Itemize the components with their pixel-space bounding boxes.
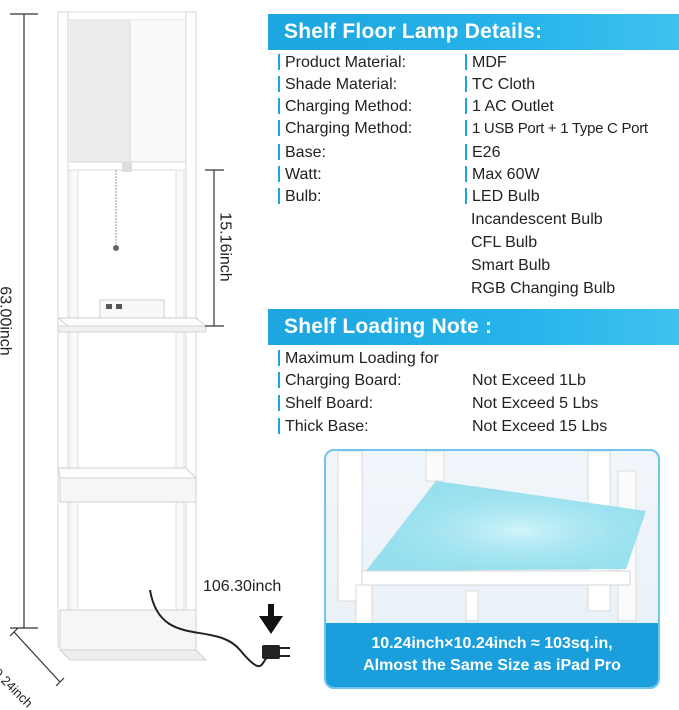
- lamp-illustration: [9, 11, 290, 687]
- shelf-gap-dimension-line: [205, 169, 224, 327]
- loading-intro: Maximum Loading for: [278, 348, 439, 370]
- lamp-body: [56, 11, 208, 661]
- row-marker: [278, 372, 280, 388]
- row-marker: [465, 98, 467, 114]
- spec-row-base: Base:E26: [278, 142, 500, 164]
- loading-row-thick-base: Thick Base:Not Exceed 15 Lbs: [278, 416, 607, 438]
- loading-row-shelf-board: Shelf Board:Not Exceed 5 Lbs: [278, 393, 598, 415]
- row-marker: [465, 76, 467, 92]
- shelf-gap-label: 15.16inch: [216, 212, 234, 282]
- base-width-dimension-line: [9, 627, 65, 687]
- bulb-option: Smart Bulb: [471, 257, 551, 274]
- row-marker: [278, 54, 280, 70]
- row-marker: [278, 188, 280, 204]
- spec-row-bulb: Bulb:LED Bulb: [278, 186, 540, 208]
- bulb-option: RGB Changing Bulb: [471, 280, 616, 297]
- shelf-closeup-drawing: [337, 451, 646, 626]
- loading-row-charging-board: Charging Board:Not Exceed 1Lb: [278, 370, 586, 392]
- row-marker: [465, 188, 467, 204]
- row-marker: [465, 166, 467, 182]
- row-marker: [465, 120, 467, 136]
- row-marker: [278, 98, 280, 114]
- spec-row-shade: Shade Material:TC Cloth: [278, 74, 535, 96]
- row-marker: [278, 144, 280, 160]
- plug-icon: [262, 645, 290, 659]
- power-cord: [149, 589, 271, 668]
- height-dimension-line: [10, 13, 38, 629]
- row-marker: [278, 120, 280, 136]
- shelf-size-caption: 10.24inch×10.24inch ≈ 103sq.in, Almost t…: [326, 623, 658, 687]
- row-marker: [278, 350, 280, 366]
- cord-length-label: 106.30inch: [203, 578, 282, 595]
- shelf-closeup-image: 10.24inch×10.24inch ≈ 103sq.in, Almost t…: [324, 449, 660, 689]
- loading-header: Shelf Loading Note :: [268, 309, 679, 345]
- row-marker: [278, 76, 280, 92]
- spec-row-charging-usb: Charging Method:1 USB Port + 1 Type C Po…: [278, 118, 648, 140]
- row-marker: [278, 395, 280, 411]
- bulb-option: Incandescent Bulb: [471, 211, 603, 228]
- details-header: Shelf Floor Lamp Details:: [268, 14, 679, 50]
- spec-row-material: Product Material:MDF: [278, 52, 507, 74]
- caption-line-1: 10.24inch×10.24inch ≈ 103sq.in,: [371, 635, 613, 652]
- bulb-option: CFL Bulb: [471, 234, 538, 251]
- row-marker: [278, 418, 280, 434]
- height-label: 63.00inch: [0, 286, 14, 356]
- down-arrow-icon: [259, 604, 283, 634]
- row-marker: [465, 54, 467, 70]
- caption-line-2: Almost the Same Size as iPad Pro: [363, 657, 621, 674]
- spec-row-charging-ac: Charging Method:1 AC Outlet: [278, 96, 554, 118]
- row-marker: [465, 144, 467, 160]
- spec-row-watt: Watt:Max 60W: [278, 164, 540, 186]
- row-marker: [278, 166, 280, 182]
